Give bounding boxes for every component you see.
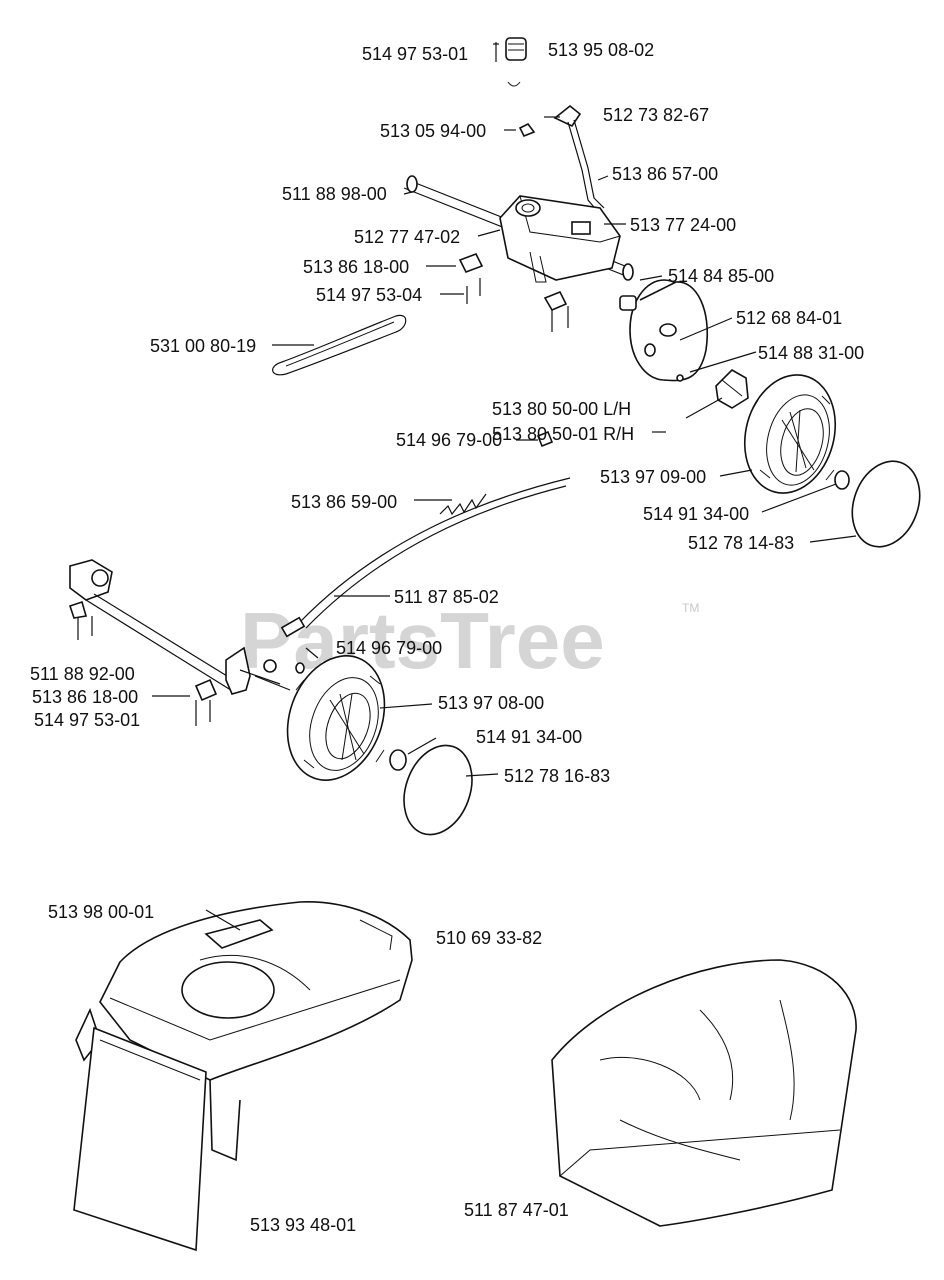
label-511-87-47-01: 511 87 47-01 xyxy=(464,1200,569,1220)
drive-belt xyxy=(272,314,407,376)
pulley-disc xyxy=(619,279,708,382)
watermark-trademark: TM xyxy=(682,601,699,615)
label-512-68-84-01: 512 68 84-01 xyxy=(736,308,842,328)
label-514-97-53-04: 514 97 53-04 xyxy=(316,285,422,305)
label-514-84-85-00: 514 84 85-00 xyxy=(668,266,774,286)
label-513-93-48-01: 513 93 48-01 xyxy=(250,1215,356,1235)
label-511-87-85-02: 511 87 85-02 xyxy=(394,587,499,607)
front-wheel xyxy=(286,655,386,781)
front-hubcap xyxy=(403,744,473,836)
bracket-small xyxy=(458,252,569,332)
label-513-80-50-01: 513 80 50-01 R/H xyxy=(492,424,634,444)
label-512-77-47-02: 512 77 47-02 xyxy=(354,227,460,247)
gearbox xyxy=(499,195,621,283)
rear-hubcap xyxy=(851,460,921,548)
label-513-86-18-00-top: 513 86 18-00 xyxy=(303,257,409,277)
spring xyxy=(439,493,487,516)
label-512-78-14-83: 512 78 14-83 xyxy=(688,533,794,553)
label-513-97-09-00: 513 97 09-00 xyxy=(600,467,706,487)
label-512-78-16-83: 512 78 16-83 xyxy=(504,766,610,786)
knob-top xyxy=(505,37,527,87)
rear-wheel xyxy=(743,374,837,494)
label-514-97-53-01-top: 514 97 53-01 xyxy=(362,44,468,64)
label-513-86-59-00: 513 86 59-00 xyxy=(291,492,397,512)
label-511-88-92-00: 511 88 92-00 xyxy=(30,664,135,684)
label-513-86-57-00: 513 86 57-00 xyxy=(612,164,718,184)
drive-lever xyxy=(553,104,605,213)
clip xyxy=(518,122,536,138)
label-513-77-24-00: 513 77 24-00 xyxy=(630,215,736,235)
label-513-97-08-00: 513 97 08-00 xyxy=(438,693,544,713)
rear-wheel-nut xyxy=(834,470,850,490)
label-514-88-31-00: 514 88 31-00 xyxy=(758,343,864,363)
rear-shield xyxy=(75,901,413,1162)
label-514-96-79-00-top: 514 96 79-00 xyxy=(396,430,502,450)
label-513-86-18-00-left: 513 86 18-00 xyxy=(32,687,138,707)
label-513-95-08-02: 513 95 08-02 xyxy=(548,40,654,60)
label-513-05-94-00: 513 05 94-00 xyxy=(380,121,486,141)
label-514-96-79-00-mid: 514 96 79-00 xyxy=(336,638,442,658)
screws-pair xyxy=(466,278,481,304)
label-514-97-53-01-left: 514 97 53-01 xyxy=(34,710,140,730)
drive-cable xyxy=(280,477,571,638)
label-511-88-98-00: 511 88 98-00 xyxy=(282,184,387,204)
leader-lines xyxy=(152,116,857,931)
rear-flap xyxy=(73,1026,207,1252)
front-bracket-screws xyxy=(68,600,218,726)
front-wheel-nut xyxy=(389,749,407,771)
cable-nut xyxy=(536,430,554,448)
label-512-73-82-67: 512 73 82-67 xyxy=(603,105,709,125)
label-510-69-33-82: 510 69 33-82 xyxy=(436,928,542,948)
screw-top xyxy=(493,42,499,62)
label-514-91-34-00-front: 514 91 34-00 xyxy=(476,727,582,747)
label-513-98-00-01: 513 98 00-01 xyxy=(48,902,154,922)
front-axle-bracket xyxy=(69,559,305,695)
label-514-91-34-00-rear: 514 91 34-00 xyxy=(643,504,749,524)
label-531-00-80-19: 531 00 80-19 xyxy=(150,336,256,356)
pin xyxy=(676,374,684,382)
wheel-gear xyxy=(715,369,749,409)
grass-bag xyxy=(551,959,857,1227)
label-513-80-50-00: 513 80 50-00 L/H xyxy=(492,399,631,419)
